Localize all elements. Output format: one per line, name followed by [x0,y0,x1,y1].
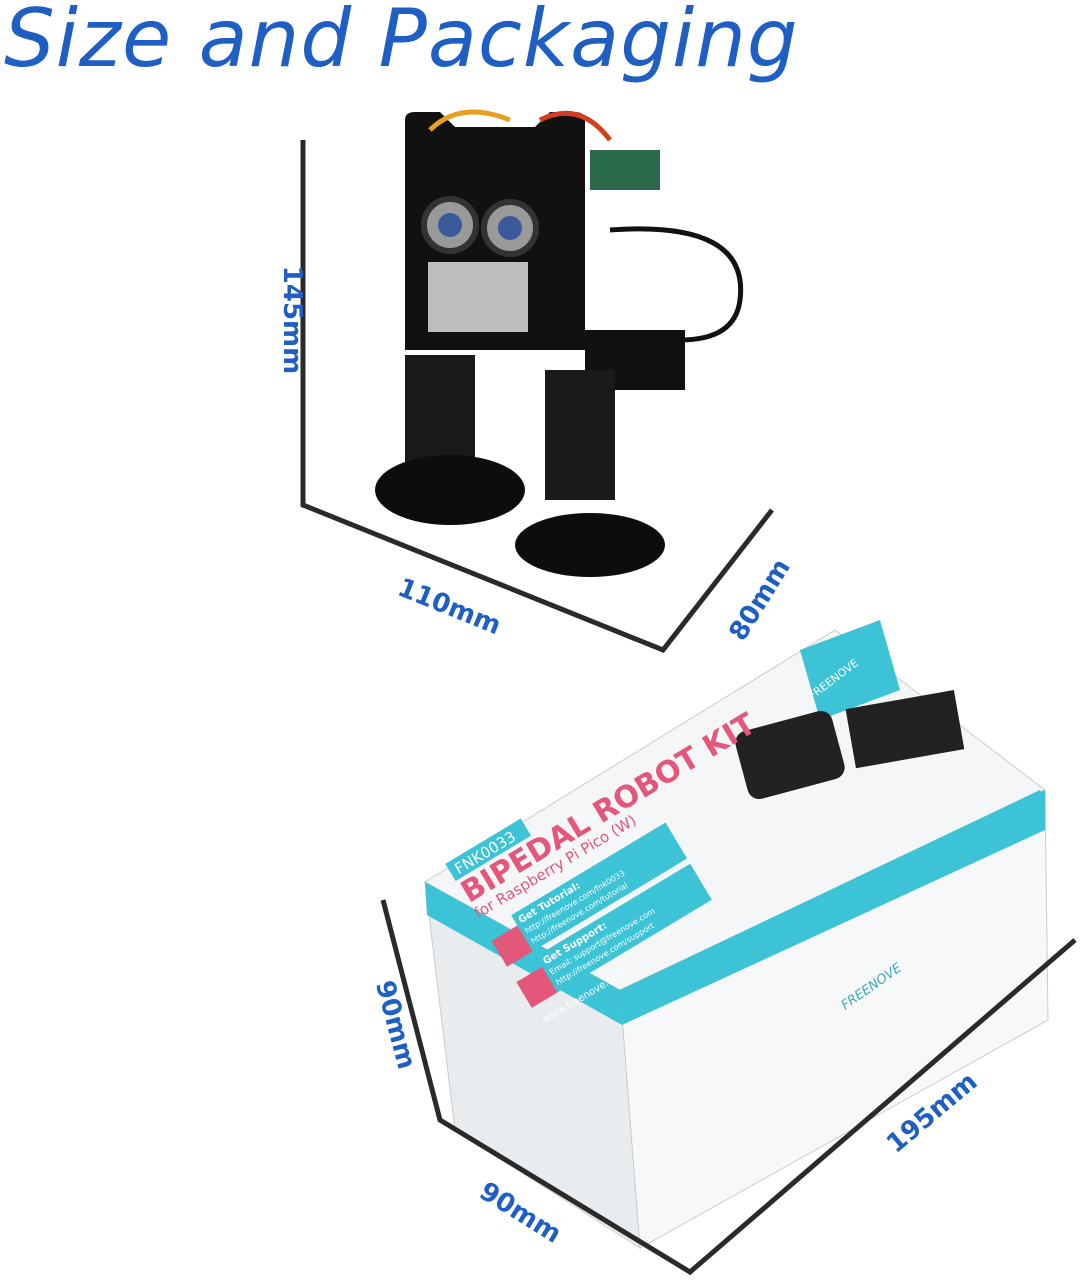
robot-height-label: 145mm [277,265,308,375]
robot-image [375,109,744,577]
packaging-box-image: FNK0033 BIPEDAL ROBOT KIT for Raspberry … [424,620,1049,1249]
box-dimension-lines [380,899,1077,1276]
page-title: Size and Packaging [4,0,799,85]
robot-dimension-lines [300,140,774,654]
